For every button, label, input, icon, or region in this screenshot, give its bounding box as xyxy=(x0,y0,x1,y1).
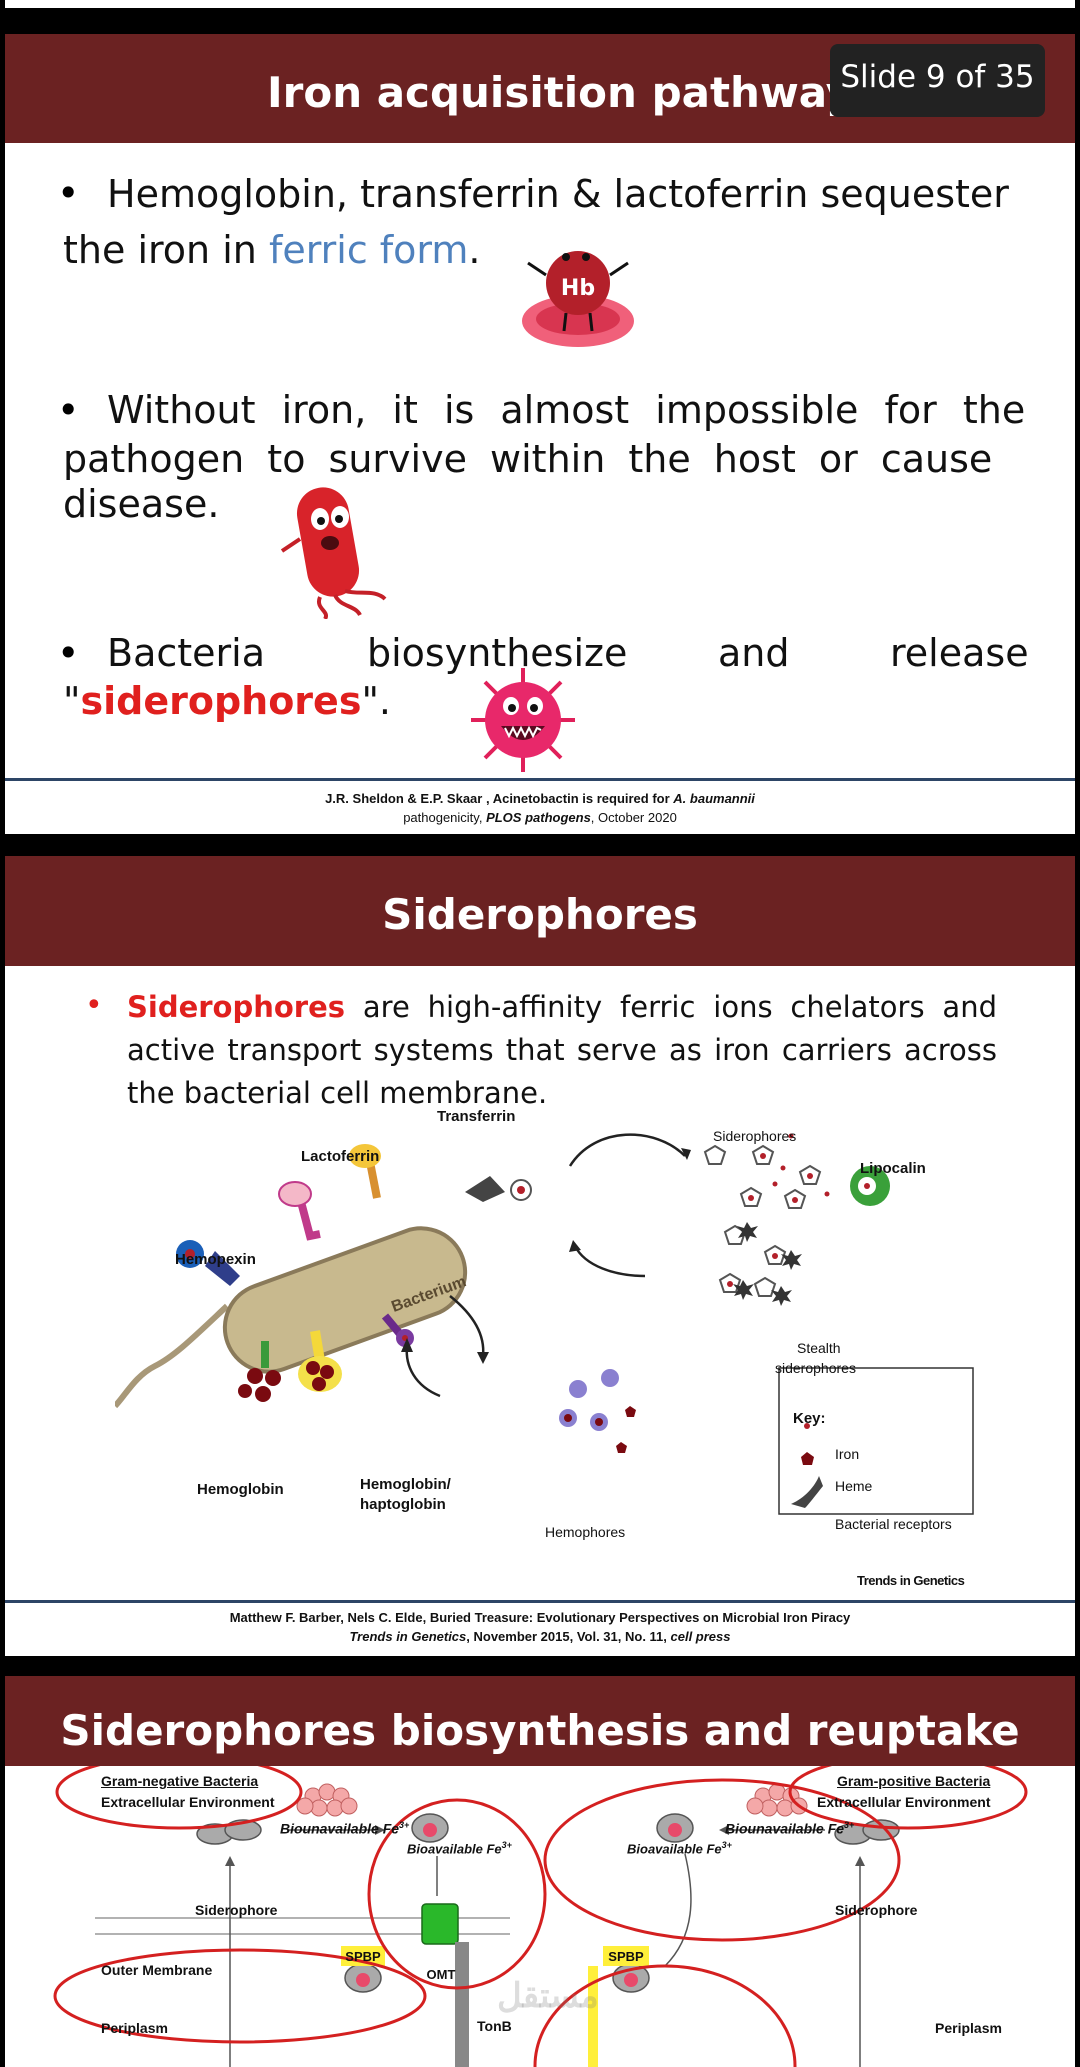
biounavailable-right-label: Biounavailable Fe3+ xyxy=(725,1820,854,1837)
slide1-divider xyxy=(5,778,1075,781)
slide-title: Siderophores biosynthesis and reuptake xyxy=(60,1706,1020,1755)
biounavailable-left-label: Biounavailable Fe3+ xyxy=(280,1820,409,1837)
label-text: Bioavailable Fe xyxy=(407,1841,502,1857)
slide-header: Siderophores biosynthesis and reuptake xyxy=(5,1676,1075,1766)
bullet1-line1: Hemoglobin, transferrin & lactoferrin se… xyxy=(107,172,1009,216)
bullet2-line2: pathogen to survive within the host or c… xyxy=(63,437,993,481)
hemophores-label: Hemophores xyxy=(545,1524,626,1540)
stealth-siderophores-label-2: siderophores xyxy=(775,1360,856,1376)
siderophores-definition: Siderophores are high-affinity ferric io… xyxy=(127,986,997,1115)
slide-header: Iron acquisition pathway Slide 9 of 35 xyxy=(5,34,1075,143)
bullet-dot: • xyxy=(57,631,80,675)
key-title: Key: xyxy=(793,1410,826,1427)
hb-label: Hb xyxy=(561,276,595,301)
slide1-citation-line2: pathogenicity, PLOS pathogens, October 2… xyxy=(5,810,1075,825)
slide-counter-text: Slide 9 of 35 xyxy=(840,59,1035,95)
bullet-dot: • xyxy=(85,988,103,1023)
slide1-citation-line1: J.R. Sheldon & E.P. Skaar , Acinetobacti… xyxy=(5,791,1075,806)
watermark: مستقل xyxy=(497,1977,599,2015)
cite-date: , October 2020 xyxy=(590,810,677,825)
cite-italic: A. baumannii xyxy=(673,791,755,806)
slide2-divider xyxy=(5,1600,1075,1603)
bullet-dot: • xyxy=(57,388,80,432)
bullet3-word1: Bacteria xyxy=(107,631,265,675)
cite-date: , November 2015, Vol. 31, No. 11, xyxy=(466,1629,671,1644)
lactoferrin-label: Lactoferrin xyxy=(301,1148,380,1165)
bullet3-word2: biosynthesize xyxy=(367,631,628,675)
slide-biosynthesis-reuptake: Siderophores biosynthesis and reuptake xyxy=(5,1676,1075,2067)
charge: 3+ xyxy=(399,1820,410,1830)
key-iron-label: Iron xyxy=(835,1446,860,1462)
spbp-left-label: SPBP xyxy=(345,1949,381,1964)
charge: 3+ xyxy=(844,1820,855,1830)
siderophores-highlight: siderophores xyxy=(80,679,362,723)
bullet1-line2: the iron in ferric form. xyxy=(63,228,481,272)
slide-iron-acquisition: Iron acquisition pathway Slide 9 of 35 •… xyxy=(5,34,1075,834)
cite-journal: Trends in Genetics xyxy=(349,1629,467,1644)
bacterium-cartoon-icon xyxy=(280,487,387,619)
gram-positive-label: Gram-positive Bacteria xyxy=(837,1773,991,1789)
bullet3-word4: release xyxy=(890,631,1029,675)
charge: 3+ xyxy=(721,1840,732,1850)
slide-counter-badge: Slide 9 of 35 xyxy=(830,44,1045,117)
cite-text: J.R. Sheldon & E.P. Skaar , Acinetobacti… xyxy=(325,791,674,806)
definition-line2: active transport systems that serve as i… xyxy=(127,1033,997,1067)
definition-line3: the bacterial cell membrane. xyxy=(127,1076,548,1110)
siderophore-right-label: Siderophore xyxy=(835,1902,918,1918)
bioavailable-right-label: Bioavailable Fe3+ xyxy=(627,1840,732,1856)
siderophores-term: Siderophores xyxy=(127,990,346,1024)
omt-label: OMT xyxy=(426,1967,456,1982)
stealth-siderophores-label-1: Stealth xyxy=(797,1340,841,1356)
slide-header: Siderophores xyxy=(5,856,1075,966)
hemoglobin-cartoon-icon: Hb xyxy=(522,251,634,347)
hemoglobin-haptoglobin-label-1: Hemoglobin/ xyxy=(360,1476,451,1493)
gram-negative-label: Gram-negative Bacteria xyxy=(101,1773,259,1789)
journal-logo: Trends in Genetics xyxy=(857,1573,965,1588)
bioavailable-left-label: Bioavailable Fe3+ xyxy=(407,1840,512,1856)
key-receptors-label: Bacterial receptors xyxy=(835,1516,952,1532)
slide-title: Iron acquisition pathway xyxy=(267,68,854,117)
hemoglobin-haptoglobin-label-2: haptoglobin xyxy=(360,1496,446,1513)
cite-journal: PLOS pathogens xyxy=(486,810,591,825)
cite-text: pathogenicity, xyxy=(403,810,487,825)
siderophore-left-label: Siderophore xyxy=(195,1902,278,1918)
biosynthesis-reuptake-diagram xyxy=(53,1766,1028,2067)
key-heme-label: Heme xyxy=(835,1478,873,1494)
bullet3-line2: "siderophores". xyxy=(63,679,391,723)
periplasm-right-label: Periplasm xyxy=(935,2020,1002,2036)
transferrin-label: Transferrin xyxy=(437,1108,516,1125)
hemoglobin-label: Hemoglobin xyxy=(197,1481,284,1498)
lipocalin-label: Lipocalin xyxy=(860,1160,926,1177)
definition-line1: are high-affinity ferric ions chelators … xyxy=(345,990,997,1024)
bullet1-period: . xyxy=(468,228,481,272)
hemopexin-label: Hemopexin xyxy=(175,1251,256,1268)
tonb-label: TonB xyxy=(477,2018,512,2034)
quote-close: ". xyxy=(361,679,392,723)
iron-piracy-diagram xyxy=(115,1133,974,1515)
label-text: Bioavailable Fe xyxy=(627,1841,722,1857)
slide2-citation-line2: Trends in Genetics, November 2015, Vol. … xyxy=(5,1629,1075,1644)
bullet3-word3: and xyxy=(718,631,790,675)
outer-membrane-label: Outer Membrane xyxy=(101,1962,213,1978)
siderophores-label: Siderophores xyxy=(713,1128,797,1144)
label-text: Biounavailable Fe xyxy=(725,1820,845,1837)
bullet2-line1: Without iron, it is almost impossible fo… xyxy=(107,388,1026,432)
extracellular-left-label: Extracellular Environment xyxy=(101,1794,275,1810)
pathogen-cartoon-icon xyxy=(471,668,575,772)
slide-siderophores: Siderophores • Siderophores are high-aff… xyxy=(5,856,1075,1656)
cite-publisher: cell press xyxy=(670,1629,731,1644)
top-strip xyxy=(5,0,1075,8)
charge: 3+ xyxy=(501,1840,512,1850)
bullet1-text: the iron in xyxy=(63,228,257,272)
quote-open: " xyxy=(63,679,81,723)
extracellular-right-label: Extracellular Environment xyxy=(817,1794,991,1810)
spbp-right-label: SPBP xyxy=(608,1949,644,1964)
bullet-dot: • xyxy=(57,171,80,215)
label-text: Biounavailable Fe xyxy=(280,1820,400,1837)
slide2-citation-line1: Matthew F. Barber, Nels C. Elde, Buried … xyxy=(229,1610,851,1625)
bullet2-line3: disease. xyxy=(63,482,220,526)
ferric-form-highlight: ferric form xyxy=(268,228,469,272)
periplasm-left-label: Periplasm xyxy=(101,2020,168,2036)
slide-title: Siderophores xyxy=(382,890,698,939)
